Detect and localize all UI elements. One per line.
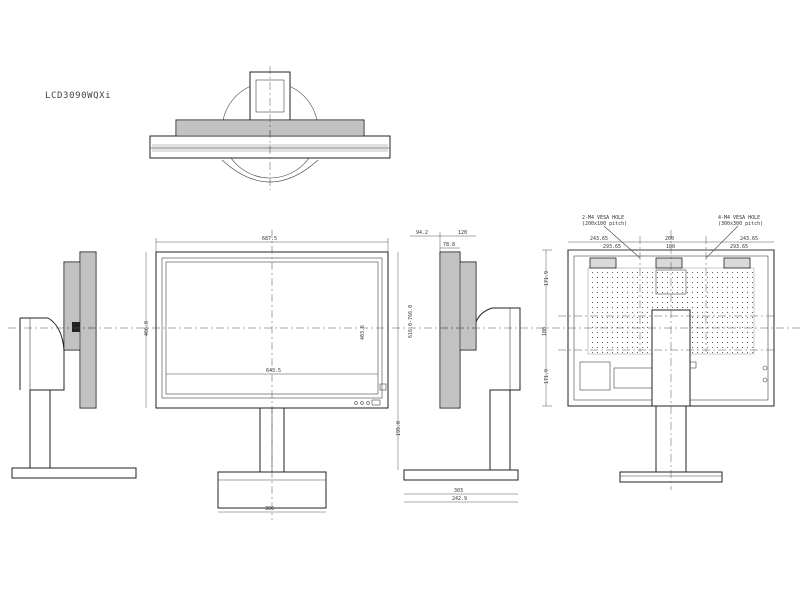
dim-top-1: 94.2	[416, 230, 428, 236]
dim-inner: 78.8	[443, 242, 455, 248]
dim-rear-lower-v: 171.9	[544, 369, 550, 384]
front-view: 687.5 643.5 466.8 403.6 306	[144, 236, 389, 513]
model-name: LCD3090WQXi	[45, 91, 111, 101]
vesa-right-title: 4-M4 VESA HOLE	[718, 215, 760, 221]
top-view	[149, 66, 391, 190]
dim-rear-right-inner: 293.65	[730, 244, 748, 250]
left-side-view	[11, 251, 137, 479]
dim-overall-width: 687.5	[262, 236, 277, 242]
dim-rear-left: 243.65	[590, 236, 608, 242]
right-base	[403, 469, 519, 481]
dim-base-depth: 303	[454, 488, 463, 494]
vesa-right-pitch: (300x300 pitch)	[718, 221, 763, 227]
dim-screen-height: 403.6	[360, 325, 366, 340]
dim-rear-center-inner: 100	[666, 244, 675, 250]
side-stand-column	[29, 389, 51, 471]
dim-screen-width: 643.5	[266, 368, 281, 374]
rear-view: 2-M4 VESA HOLE (200x100 pitch) 4-M4 VESA…	[542, 215, 775, 483]
vesa-left-pitch: (200x100 pitch)	[582, 221, 627, 227]
dim-rear-center: 200	[665, 236, 674, 242]
dim-height-range: 616.0-766.0	[408, 305, 414, 338]
dim-rear-left-inner: 293.65	[603, 244, 621, 250]
right-stand-column	[489, 389, 511, 471]
side-base	[11, 467, 137, 479]
dim-rear-upper-v: 171.9	[544, 271, 550, 286]
dim-top-2: 120	[458, 230, 467, 236]
dim-base-width: 306	[265, 506, 274, 512]
vesa-left-title: 2-M4 VESA HOLE	[582, 215, 624, 221]
dim-lower-height: 195.0	[396, 421, 402, 436]
dim-rear-mid-v: 100	[542, 327, 548, 336]
dim-overall-height: 466.8	[144, 321, 150, 336]
dim-overall-depth: 242.9	[452, 496, 467, 502]
dim-rear-right: 243.65	[740, 236, 758, 242]
right-side-view: 94.2 120 78.8 616.0-766.0 195.0 303 242.…	[396, 230, 521, 503]
